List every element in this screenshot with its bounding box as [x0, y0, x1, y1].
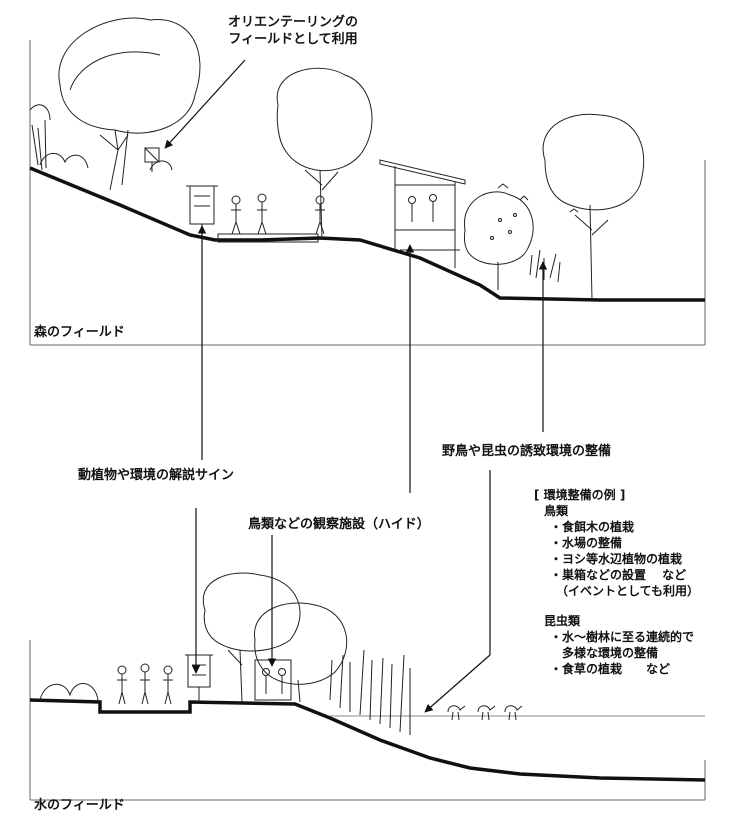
water-section: [29, 572, 706, 801]
forest-tree-left: [58, 17, 201, 191]
fruit-tree: [463, 191, 534, 290]
bird-hide-structure: [379, 159, 466, 268]
forest-field-label: 森のフィールド: [34, 325, 125, 340]
wildlife-leader-diag: [424, 654, 491, 713]
notes-bird-item: （イベントとしても利用）: [556, 584, 700, 598]
reeds: [329, 649, 411, 735]
water-field-label: 水のフィールド: [34, 798, 125, 813]
notes-bird-heading: 鳥類: [544, 504, 569, 518]
wildlife-habitat-label: 野鳥や昆虫の誘致環境の整備: [442, 444, 612, 459]
water-people-group: [117, 663, 173, 705]
notes-bird-item: ・食餌木の植栽: [550, 520, 635, 534]
notes-insect-item: ・食草の植栽 など: [550, 662, 671, 676]
forest-section: [29, 17, 706, 346]
bird-hide-label: 鳥類などの観察施設（ハイド）: [248, 517, 430, 532]
forest-people-group: [231, 193, 325, 235]
forest-tree-middle: [276, 67, 373, 241]
orienteering-label: オリエンテーリングの フィールドとして利用: [228, 14, 358, 48]
orienteering-leader: [164, 59, 246, 149]
leader-lines: [164, 59, 548, 713]
notes-bird-item: ・水場の整備: [550, 536, 623, 550]
water-tree-right: [254, 602, 348, 703]
orienteering-label-line2: フィールドとして利用: [228, 32, 358, 47]
notes-bird-item: ・巣箱などの設置 など: [550, 568, 687, 582]
water-tree-left: [202, 572, 301, 703]
orienteering-label-line1: オリエンテーリングの: [228, 15, 359, 30]
interpretive-sign-label: 動植物や環境の解説サイン: [78, 468, 235, 483]
forest-tree-right: [542, 113, 645, 301]
water-birds: [447, 705, 523, 721]
notes-insect-item: ・水～樹林に至る連続的で: [550, 630, 695, 644]
orienteering-marker-icon: [144, 147, 160, 172]
water-sign-icon: [185, 654, 213, 702]
notes-heading: [ 環境整備の例 ]: [534, 488, 626, 502]
forest-sign-icon: [186, 185, 218, 236]
notes-bird-item: ・ヨシ等水辺植物の植栽: [550, 552, 683, 566]
notes-insect-item: 多様な環境の整備: [550, 646, 659, 660]
notes-insect-heading: 昆虫類: [544, 614, 581, 628]
environment-notes: [ 環境整備の例 ] 鳥類 ・食餌木の植栽 ・水場の整備 ・ヨシ等水辺植物の植栽…: [534, 487, 699, 677]
